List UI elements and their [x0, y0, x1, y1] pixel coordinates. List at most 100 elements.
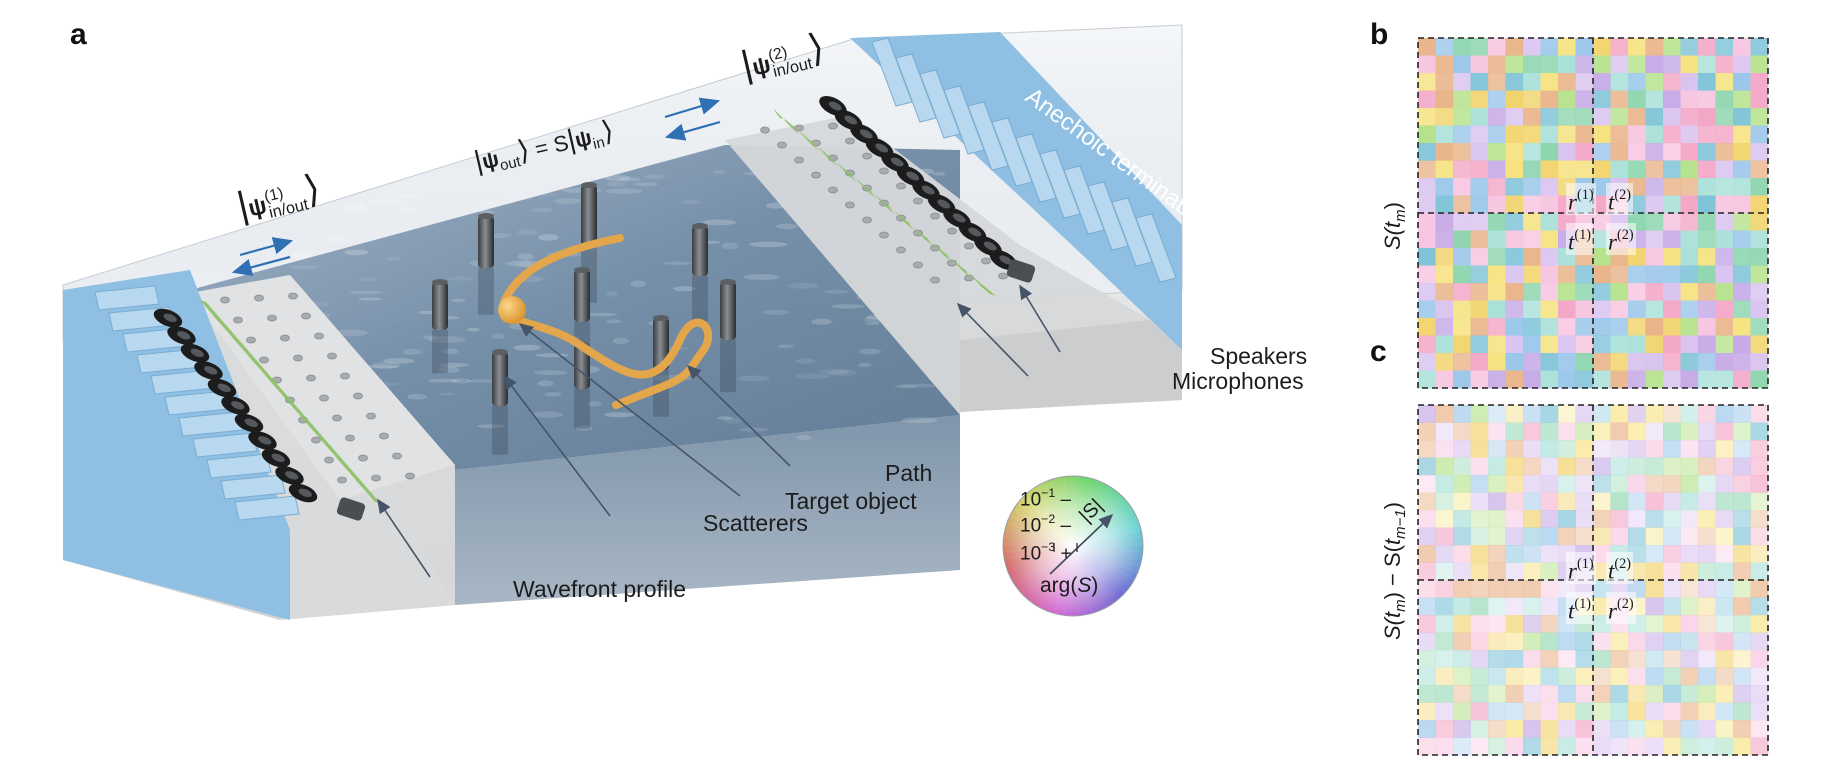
matrix-c-cell: [1540, 650, 1559, 668]
matrix-c-cell: [1750, 685, 1769, 703]
matrix-b-cell: [1715, 248, 1734, 266]
matrix-b-cell: [1715, 195, 1734, 214]
water-ripple: [575, 425, 593, 431]
water-ripple: [606, 319, 622, 324]
matrix-c-cell: [1733, 632, 1751, 651]
matrix-b-cell: [1750, 178, 1769, 196]
matrix-b-cell: [1610, 38, 1629, 56]
matrix-b-cell: [1593, 90, 1611, 109]
matrix-c-cell: [1698, 562, 1716, 581]
matrix-c-cell: [1750, 492, 1769, 511]
matrix-b-cell: [1593, 38, 1611, 56]
matrix-c-cell: [1680, 580, 1699, 598]
matrix-b-cell: [1453, 160, 1471, 179]
matrix-c-cell: [1698, 667, 1716, 686]
matrix-b-cell: [1698, 318, 1716, 336]
matrix-c-cell: [1610, 685, 1629, 703]
matrix-c-cell: [1610, 510, 1629, 528]
matrix-c-cell: [1488, 685, 1506, 703]
matrix-c-cell: [1663, 422, 1681, 441]
matrix-c-cell: [1575, 632, 1594, 651]
scatterer-reflection: [478, 268, 494, 315]
matrix-c-cell: [1558, 720, 1576, 738]
matrix-b-cell: [1715, 73, 1734, 91]
matrix-c-cell: [1628, 475, 1646, 493]
matrix-b-cell: [1750, 213, 1769, 231]
matrix-b-cell: [1733, 353, 1751, 371]
matrix-b-cell: [1663, 318, 1681, 336]
matrix-b-cell: [1488, 353, 1506, 371]
matrix-b-cell: [1593, 143, 1611, 161]
matrix-c-cell: [1610, 422, 1629, 441]
matrix-c-cell: [1680, 510, 1699, 528]
water-ripple: [438, 362, 469, 368]
matrix-c-cell: [1750, 510, 1769, 528]
matrix-b-cell: [1453, 73, 1471, 91]
left-io-arrows: [231, 237, 294, 276]
matrix-b-cell: [1680, 90, 1699, 109]
matrix-b-cell: [1628, 73, 1646, 91]
speaker-cone: [937, 199, 951, 209]
matrix-b-cell: [1523, 353, 1541, 371]
matrix-c-cell: [1488, 422, 1506, 441]
matrix-c-cell: [1488, 615, 1506, 633]
matrix-b-cell: [1628, 108, 1646, 126]
matrix-c-cell: [1698, 440, 1716, 458]
matrix-c-cell: [1715, 580, 1734, 598]
matrix-c-t2: t(2): [1606, 552, 1634, 584]
matrix-b-cell: [1435, 283, 1454, 301]
matrix-b-axis-label: S(tm): [1380, 202, 1409, 250]
matrix-b-cell: [1663, 38, 1681, 56]
matrix-c-cell: [1435, 475, 1454, 493]
matrix-b-cell: [1733, 108, 1751, 126]
matrix-b-cell: [1628, 283, 1646, 301]
matrix-b-cell: [1593, 318, 1611, 336]
matrix-b-t1-sym: t: [1568, 229, 1575, 255]
matrix-b-cell: [1698, 265, 1716, 284]
path-label: Path: [885, 460, 933, 486]
matrix-b-cell: [1610, 265, 1629, 284]
matrix-b-cell: [1488, 108, 1506, 126]
matrix-b-cell: [1750, 353, 1769, 371]
matrix-c-cell: [1505, 702, 1524, 721]
matrix-c-t1-sym: t: [1568, 598, 1575, 624]
matrix-b-cell: [1698, 195, 1716, 214]
water-ripple: [859, 348, 882, 355]
microphone: [930, 276, 940, 284]
matrix-c-cell: [1558, 527, 1576, 546]
matrix-c-cell: [1453, 650, 1471, 668]
matrix-c-cell: [1593, 702, 1611, 721]
phase-magnitude-colorwheel: [1002, 475, 1144, 617]
matrix-c-cell: [1715, 510, 1734, 528]
wheel-phase-post: ): [1091, 574, 1099, 597]
matrix-b-cell: [1750, 160, 1769, 179]
matrix-c-cell: [1715, 667, 1734, 686]
matrix-c-cell: [1453, 440, 1471, 458]
matrix-b-cell: [1715, 160, 1734, 179]
matrix-b-cell: [1505, 353, 1524, 371]
microphone: [981, 257, 991, 265]
matrix-b-cell: [1523, 55, 1541, 74]
matrix-b-cell: [1558, 108, 1576, 126]
matrix-c-cell: [1418, 632, 1436, 651]
matrix-b-cell: [1505, 108, 1524, 126]
matrix-c-cell: [1558, 650, 1576, 668]
matrix-c-cell: [1418, 737, 1436, 756]
matrix-c-cell: [1418, 720, 1436, 738]
water-ripple: [662, 261, 693, 265]
matrix-b-cell: [1663, 283, 1681, 301]
water-ripple: [932, 171, 946, 176]
matrix-b-cell: [1418, 73, 1436, 91]
speaker-cone: [906, 171, 920, 181]
matrix-b-cell: [1628, 318, 1646, 336]
anechoic-fin: [192, 432, 258, 458]
matrix-c-cell: [1453, 510, 1471, 528]
speaker-cone: [890, 157, 904, 167]
matrix-b-cell: [1680, 213, 1699, 231]
scatterer-top: [574, 267, 590, 273]
matrix-c-cell: [1540, 510, 1559, 528]
matrix-c-cell: [1470, 475, 1489, 493]
matrix-b-cell: [1733, 335, 1751, 354]
matrix-c-cell: [1680, 440, 1699, 458]
matrix-c-cell: [1435, 405, 1454, 423]
